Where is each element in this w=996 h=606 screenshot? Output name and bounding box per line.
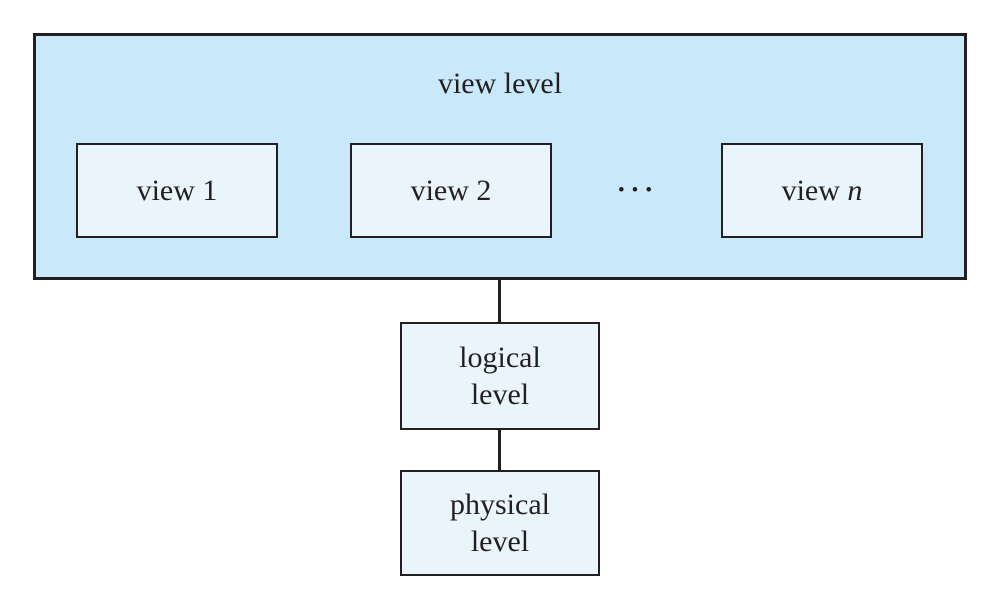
view-n-label: view n	[782, 174, 863, 208]
view-2-box: view 2	[350, 143, 552, 238]
view-n-variable: n	[847, 173, 863, 207]
view-level-title: view level	[437, 67, 563, 100]
ellipsis-dots: •••	[618, 179, 659, 201]
view-1-label: view 1	[136, 173, 218, 207]
view-2-label: view 2	[410, 173, 492, 207]
view-n-prefix: view	[781, 173, 848, 207]
logical-level-label: logical level	[459, 341, 541, 411]
connector-view-to-logical	[498, 280, 501, 322]
connector-logical-to-physical	[498, 430, 501, 470]
view-1-box: view 1	[76, 143, 278, 238]
logical-level-box: logical level	[400, 322, 600, 430]
physical-level-box: physical level	[400, 470, 600, 576]
physical-level-label: physical level	[450, 488, 550, 558]
view-n-box: view n	[721, 143, 923, 238]
